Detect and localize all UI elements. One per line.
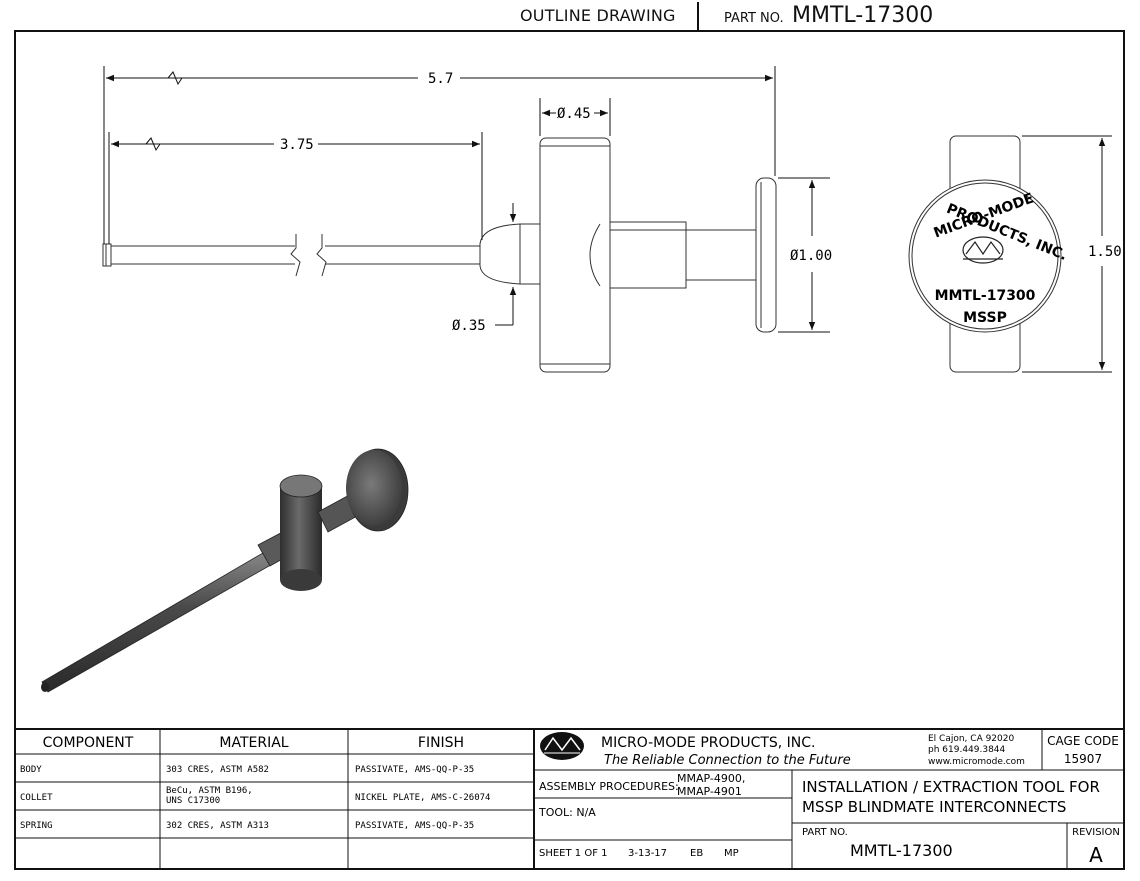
dim-tip-diameter xyxy=(495,203,517,326)
bom-cell-finish: PASSIVATE, AMS-QQ-P-35 xyxy=(355,765,474,775)
revision-label: REVISION xyxy=(1072,827,1120,838)
bom-cell-material-line2: UNS C17300 xyxy=(166,796,220,806)
dim-handle-diameter-label: Ø.45 xyxy=(557,106,591,122)
bom-cell-material: 303 CRES, ASTM A582 xyxy=(166,765,269,775)
header-divider xyxy=(697,2,699,30)
sheet-number: SHEET 1 OF 1 xyxy=(539,848,608,859)
company-web: www.micromode.com xyxy=(928,757,1025,767)
description-line-1: INSTALLATION / EXTRACTION TOOL FOR xyxy=(802,778,1100,796)
company-logo-icon xyxy=(540,732,584,760)
bom-cell-material: BeCu, ASTM B196, xyxy=(166,786,253,796)
dim-tip-diameter-label: Ø.35 xyxy=(452,318,486,334)
dim-overall-length-label: 5.7 xyxy=(428,71,453,87)
header-part-number: MMTL-17300 xyxy=(792,3,934,28)
isometric-view xyxy=(41,448,409,693)
bom-cell-component: BODY xyxy=(20,765,42,775)
title-part-label: PART NO. xyxy=(802,827,848,838)
company-city: El Cajon, CA 92020 xyxy=(928,734,1014,744)
end-view xyxy=(908,135,1062,373)
drawing-date: 3-13-17 xyxy=(628,848,667,859)
end-view-series: MSSP xyxy=(963,310,1007,326)
end-view-part: MMTL-17300 xyxy=(935,288,1036,304)
side-view xyxy=(102,137,777,373)
company-tagline: The Reliable Connection to the Future xyxy=(604,753,851,768)
title-block xyxy=(534,729,1124,869)
drawing-type-title: OUTLINE DRAWING xyxy=(520,6,676,25)
cage-code-label: CAGE CODE xyxy=(1047,734,1119,748)
dim-shaft-length-label: 3.75 xyxy=(280,137,314,153)
bom-header-finish: FINISH xyxy=(418,735,464,751)
tool-label: TOOL: N/A xyxy=(538,806,596,819)
header-part-label: PART NO. xyxy=(724,11,784,26)
assembly-value-2: MMAP-4901 xyxy=(677,785,742,798)
cage-code-value: 15907 xyxy=(1064,752,1102,766)
title-part-value: MMTL-17300 xyxy=(850,841,953,860)
bom-table xyxy=(15,728,1124,869)
bom-cell-finish: PASSIVATE, AMS-QQ-P-35 xyxy=(355,821,474,831)
revision-value: A xyxy=(1089,843,1103,867)
approved-by: MP xyxy=(724,848,739,859)
bom-header-material: MATERIAL xyxy=(219,735,288,751)
assembly-label: ASSEMBLY PROCEDURES: xyxy=(539,780,679,793)
drawn-by: EB xyxy=(690,848,703,859)
dim-handle-length xyxy=(1022,135,1112,373)
dim-handle-length-label: 1.50 xyxy=(1088,244,1122,260)
dim-knob-diameter-label: Ø1.00 xyxy=(790,248,832,264)
dim-knob-diameter xyxy=(778,177,830,333)
description-line-2: MSSP BLINDMATE INTERCONNECTS xyxy=(802,798,1066,816)
dim-handle-diameter xyxy=(539,98,611,136)
dim-shaft-length xyxy=(108,132,483,244)
bom-cell-finish: NICKEL PLATE, AMS-C-26074 xyxy=(355,793,490,803)
dim-overall-length xyxy=(103,66,776,244)
bom-cell-component: SPRING xyxy=(20,821,53,831)
assembly-value-1: MMAP-4900, xyxy=(677,772,745,785)
bom-cell-material: 302 CRES, ASTM A313 xyxy=(166,821,269,831)
company-name: MICRO-MODE PRODUCTS, INC. xyxy=(601,735,816,751)
bom-header-component: COMPONENT xyxy=(43,735,134,751)
sheet-border xyxy=(14,30,1125,870)
company-phone: ph 619.449.3844 xyxy=(928,745,1006,755)
end-view-logo-mark xyxy=(962,236,1004,264)
bom-rows: BODY 303 CRES, ASTM A582 PASSIVATE, AMS-… xyxy=(20,765,490,831)
bom-cell-component: COLLET xyxy=(20,793,53,803)
